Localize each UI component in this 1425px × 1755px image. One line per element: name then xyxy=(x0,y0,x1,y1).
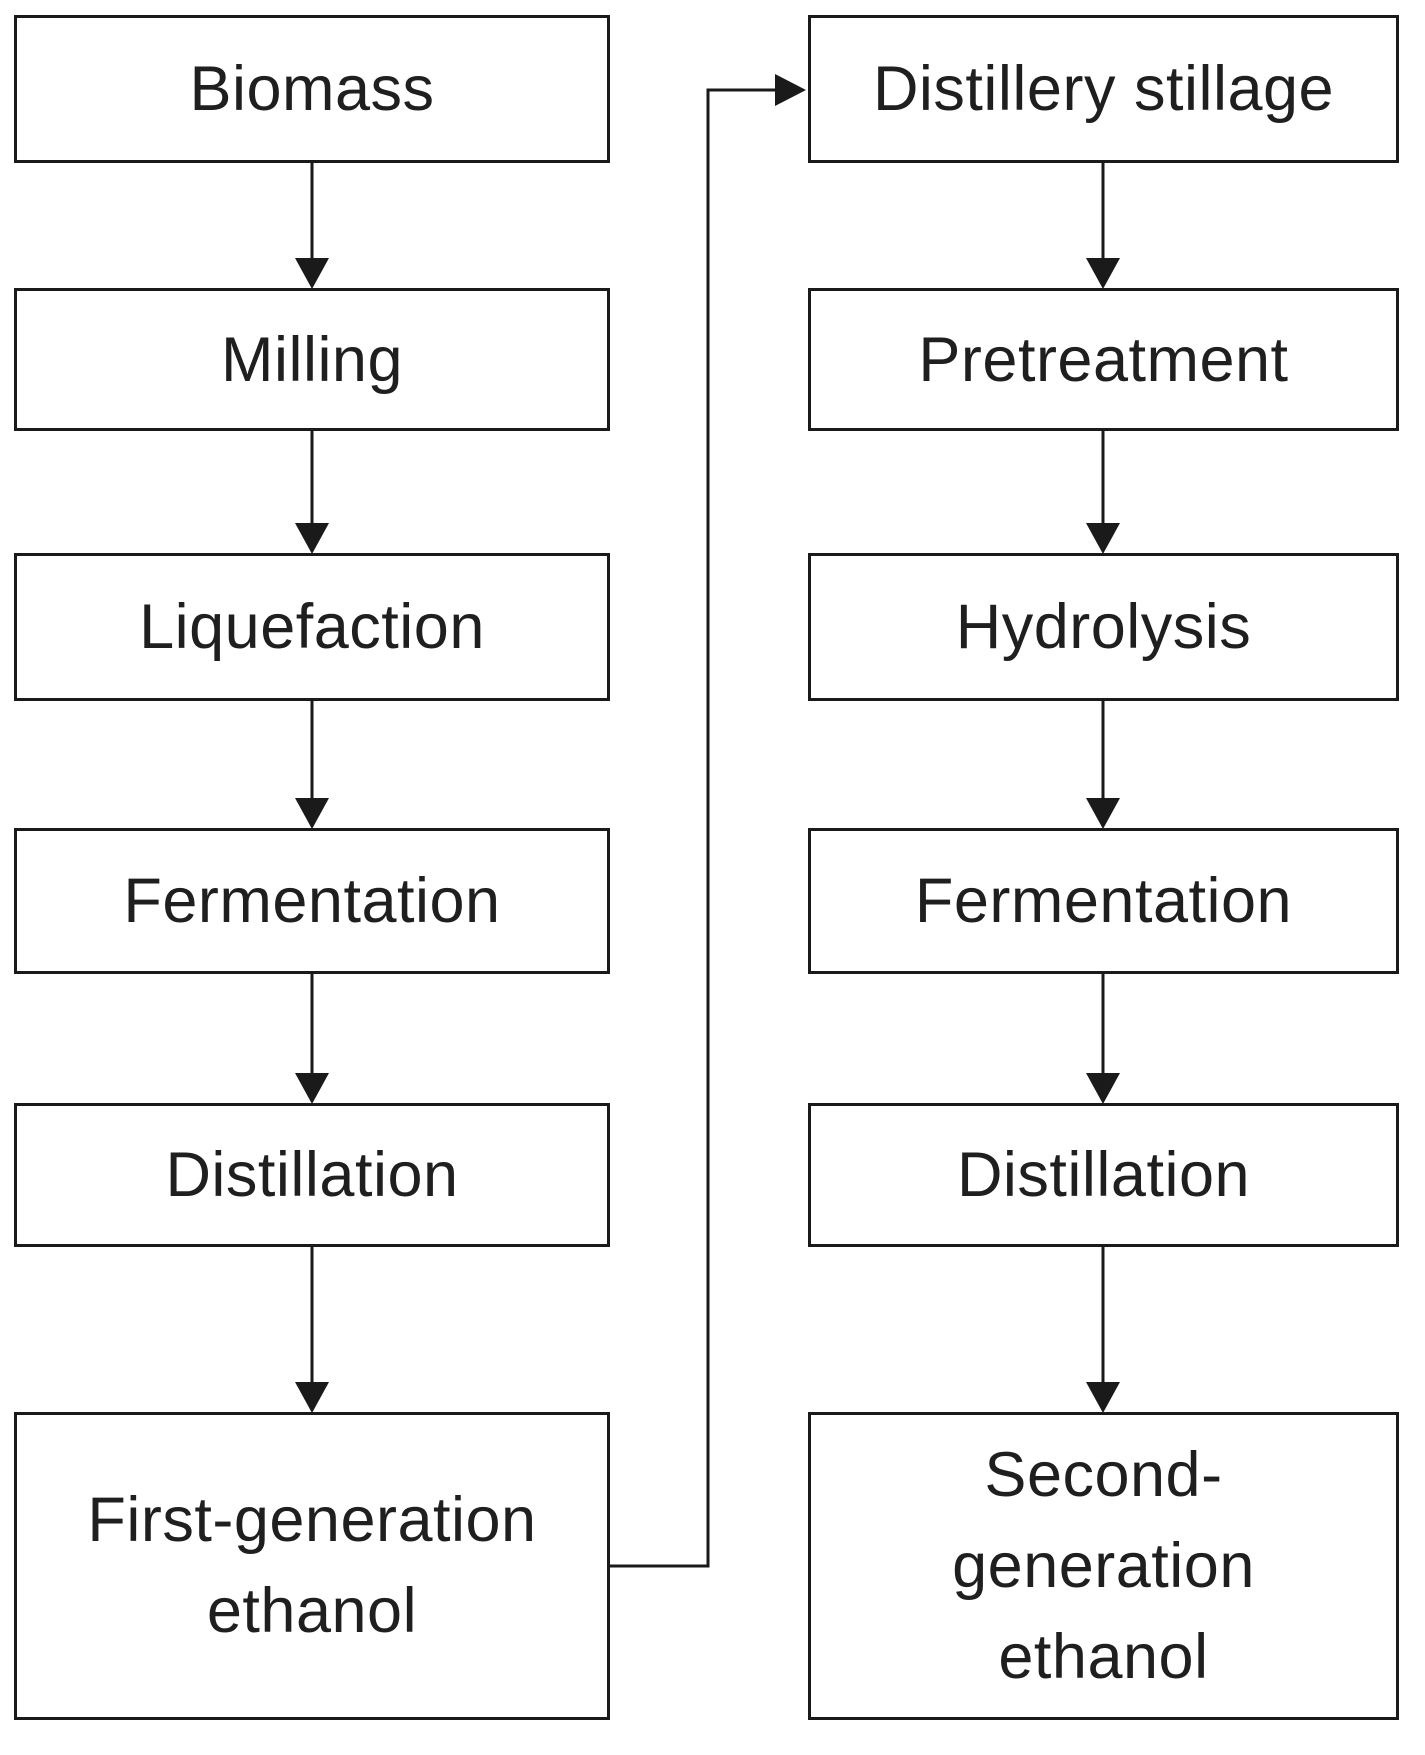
node-pretreatment: Pretreatment xyxy=(808,288,1399,431)
node-label: Pretreatment xyxy=(918,324,1289,395)
arrow-milling-to-liquefaction xyxy=(295,431,329,554)
node-label: Distillation xyxy=(956,1140,1251,1210)
node-biomass: Biomass xyxy=(14,15,610,163)
node-label: Distillation xyxy=(165,1140,459,1210)
arrow-pretreatment-to-hydrolysis xyxy=(1086,431,1120,554)
arrow-hydrolysis-to-fermentation xyxy=(1086,701,1120,829)
node-label: Distillery stillage xyxy=(872,54,1335,124)
arrow-distillery-stillage-to-pretreatment xyxy=(1086,163,1120,289)
node-label: generation xyxy=(952,1530,1255,1601)
node-fermentation-first-gen: Fermentation xyxy=(14,828,610,974)
node-distillation-first-gen: Distillation xyxy=(14,1103,610,1247)
node-label: ethanol xyxy=(206,1576,418,1646)
node-label: Liquefaction xyxy=(139,592,485,662)
arrow-distillation-to-second-gen-ethanol xyxy=(1086,1247,1120,1413)
connector-first-gen-ethanol-to-distillery-stillage xyxy=(610,74,806,1568)
node-label: Second- xyxy=(984,1439,1223,1510)
arrow-distillation-to-first-gen-ethanol xyxy=(295,1247,329,1413)
node-label: Hydrolysis xyxy=(955,592,1252,662)
node-hydrolysis: Hydrolysis xyxy=(808,553,1399,701)
arrow-fermentation-to-distillation-2g xyxy=(1086,974,1120,1104)
node-label: ethanol xyxy=(998,1621,1209,1692)
node-label: First-generation xyxy=(87,1485,537,1555)
node-distillation-second-gen: Distillation xyxy=(808,1103,1399,1247)
node-fermentation-second-gen: Fermentation xyxy=(808,828,1399,974)
node-label: Fermentation xyxy=(914,866,1293,936)
node-second-generation-ethanol: Second- generation ethanol xyxy=(808,1412,1399,1720)
arrow-fermentation-to-distillation xyxy=(295,974,329,1104)
arrow-liquefaction-to-fermentation xyxy=(295,701,329,829)
node-label: Milling xyxy=(220,324,404,395)
node-milling: Milling xyxy=(14,288,610,431)
arrow-biomass-to-milling xyxy=(295,163,329,289)
node-label: Fermentation xyxy=(123,866,501,936)
node-liquefaction: Liquefaction xyxy=(14,553,610,701)
node-distillery-stillage: Distillery stillage xyxy=(808,15,1399,163)
node-first-generation-ethanol: First-generation ethanol xyxy=(14,1412,610,1720)
node-label: Biomass xyxy=(189,54,435,124)
